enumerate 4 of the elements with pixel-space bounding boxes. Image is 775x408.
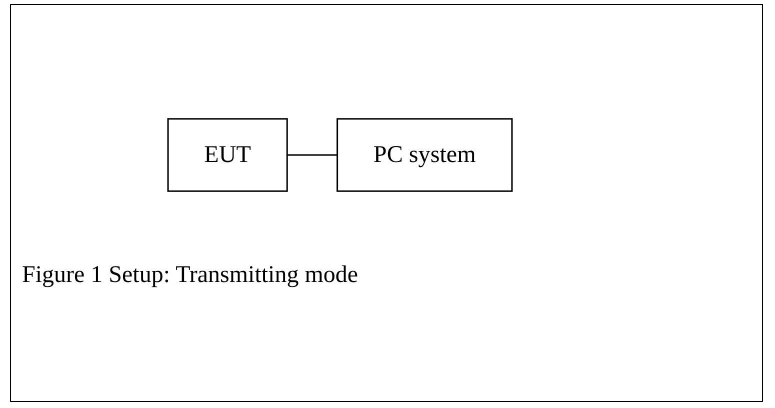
- connector: [287, 154, 338, 156]
- node-box: EUT: [167, 118, 288, 192]
- node-box: PC system: [336, 118, 513, 192]
- figure-caption: Figure 1 Setup: Transmitting mode: [22, 262, 358, 289]
